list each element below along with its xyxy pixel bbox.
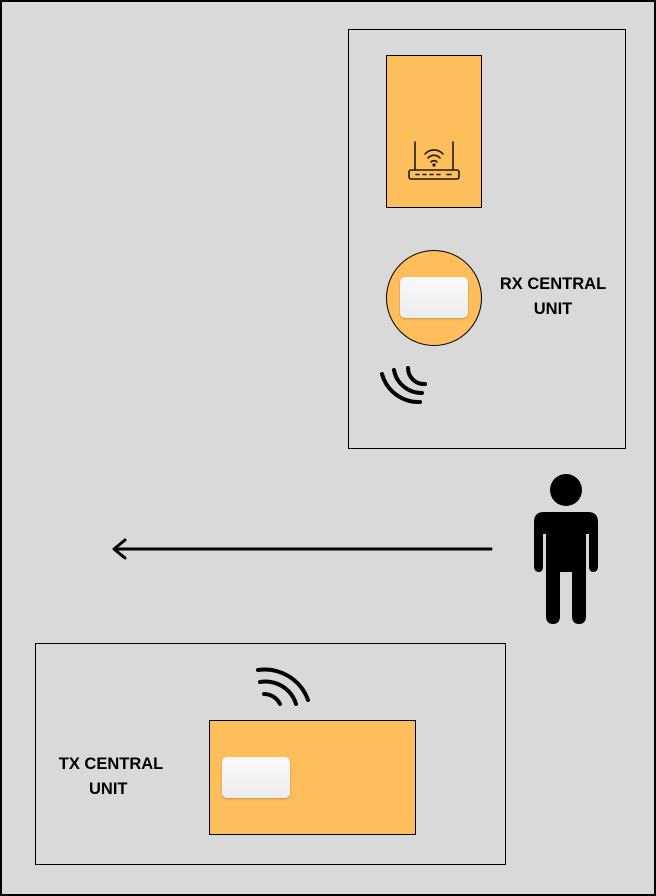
tx-enclosure [35,643,506,865]
wireless-signal-icon [380,366,427,405]
rx-label-line2: UNIT [533,300,573,318]
rx-enclosure [348,29,626,449]
wifi-router-icon [408,141,460,180]
tx-label-line1: TX CENTRAL [58,755,164,773]
router-panel [386,55,482,208]
arrow-left-icon [112,538,493,560]
tx-label-line2: UNIT [89,780,128,798]
tx-central-device [222,757,290,798]
wireless-signal-icon [256,667,310,706]
rx-central-device [400,277,468,318]
rx-label-line1: RX CENTRAL [499,275,607,293]
person-icon [534,474,598,624]
